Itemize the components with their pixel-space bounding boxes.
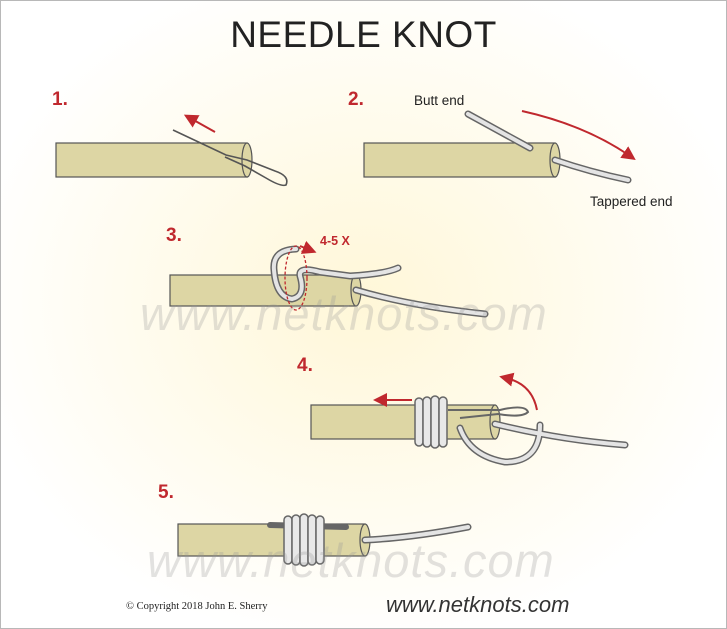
copyright-text: © Copyright 2018 John E. Sherry bbox=[126, 601, 268, 612]
step-label-1: 1. bbox=[52, 89, 68, 110]
step-3-figure bbox=[169, 240, 489, 318]
leader-core-3 bbox=[354, 288, 487, 316]
fly-line-1 bbox=[55, 142, 248, 178]
step-1-figure bbox=[55, 114, 288, 187]
watermark-1: www.netknots.com bbox=[140, 287, 548, 340]
wraps-5 bbox=[283, 513, 325, 567]
leader-tip-core-2 bbox=[553, 158, 630, 182]
butt-end-label: Butt end bbox=[414, 93, 465, 108]
arrow-4-curve bbox=[499, 372, 538, 411]
arrow-1 bbox=[183, 114, 216, 133]
watermark-2: www.netknots.com bbox=[147, 534, 555, 587]
leader-butt-core-2 bbox=[466, 112, 532, 150]
step-5-figure bbox=[177, 513, 472, 567]
page-title: NEEDLE KNOT bbox=[230, 14, 497, 55]
wrap-loop-core-3 bbox=[271, 247, 400, 302]
fly-line-3 bbox=[169, 274, 357, 307]
step-label-4: 4. bbox=[297, 355, 313, 376]
needle-tip-4 bbox=[448, 406, 530, 419]
step-4-figure bbox=[310, 372, 629, 466]
step-label-2: 2. bbox=[348, 89, 364, 110]
needle-1 bbox=[172, 129, 288, 187]
fly-line-2 bbox=[363, 142, 556, 178]
wrap-rotation-arrow-3 bbox=[284, 245, 308, 311]
leader-loop-core-4 bbox=[458, 422, 627, 465]
site-url: www.netknots.com bbox=[386, 592, 570, 617]
step-2-figure bbox=[363, 110, 636, 184]
leader-core-5 bbox=[363, 525, 470, 542]
step-label-5: 5. bbox=[158, 482, 174, 503]
wraps-4 bbox=[414, 395, 448, 449]
tapered-end-label: Tappered end bbox=[590, 194, 673, 209]
step-label-3: 3. bbox=[166, 225, 182, 246]
wrap-count-label: 4-5 X bbox=[320, 234, 350, 248]
rotation-arrow-head-3 bbox=[299, 240, 317, 254]
arrow-2 bbox=[521, 110, 636, 160]
